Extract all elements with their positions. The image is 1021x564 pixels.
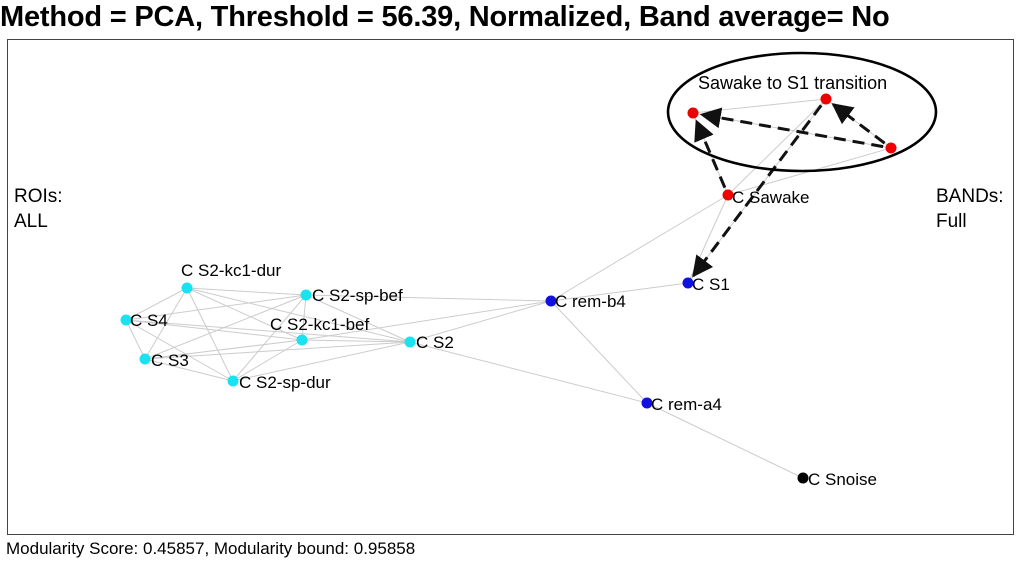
- node-dot: [797, 472, 809, 484]
- graph-edge: [301, 294, 307, 341]
- node-label: C Snoise: [808, 470, 877, 489]
- figure-title: Method = PCA, Threshold = 56.39, Normali…: [0, 1, 890, 33]
- graph-edge: [125, 319, 303, 341]
- modularity-footer: Modularity Score: 0.45857, Modularity bo…: [6, 539, 416, 558]
- bands-label: BANDs:: [936, 186, 1004, 207]
- graph-edge: [144, 358, 234, 382]
- graph-node: C S1: [682, 275, 730, 294]
- node-dot: [722, 189, 734, 201]
- graph-node: C S2-kc1-dur: [181, 261, 281, 294]
- transition-arrow-layer: [692, 103, 886, 278]
- graph-edge: [409, 300, 552, 343]
- graph-edge: [232, 339, 303, 382]
- graph-edge: [125, 319, 411, 343]
- transition-arrow: [692, 104, 823, 278]
- node-dot: [885, 142, 897, 154]
- graph-edge: [144, 339, 303, 360]
- transition-annotation: Sawake to S1 transition: [698, 73, 887, 93]
- node-dot: [641, 397, 653, 409]
- node-dot: [139, 353, 151, 365]
- graph-node: C Sawake: [722, 188, 809, 207]
- node-dot: [687, 107, 699, 119]
- node-dot: [120, 314, 132, 326]
- graph-node: [885, 142, 897, 154]
- node-dot: [682, 277, 694, 289]
- graph-edge: [125, 319, 234, 382]
- graph-edge: [692, 98, 827, 114]
- graph-edge: [125, 287, 188, 321]
- graph-edge: [301, 300, 552, 341]
- graph-edge: [125, 294, 307, 321]
- graph-edge: [550, 194, 729, 302]
- node-dot: [300, 289, 312, 301]
- node-dot: [545, 295, 557, 307]
- graph-node: C S2-sp-bef: [300, 286, 403, 305]
- graph-edge: [727, 98, 827, 196]
- graph-edge: [144, 294, 307, 360]
- transition-ellipse: [666, 51, 938, 173]
- edge-layer: [125, 98, 892, 479]
- graph-node: [687, 107, 699, 119]
- node-dot: [227, 375, 239, 387]
- transition-arrow: [699, 107, 884, 149]
- node-label: C S3: [151, 351, 189, 370]
- graph-edge: [305, 294, 411, 343]
- graph-node: C rem-a4: [641, 395, 722, 414]
- graph-edge: [550, 300, 648, 404]
- graph-edge: [186, 287, 307, 296]
- node-label: C S4: [130, 311, 168, 330]
- node-label: C S1: [692, 275, 730, 294]
- node-label: C Sawake: [732, 188, 809, 207]
- node-dot: [296, 334, 308, 346]
- node-dot: [820, 93, 832, 105]
- graph-edge: [144, 341, 411, 360]
- graph-edge: [301, 339, 411, 343]
- bands-value: Full: [936, 211, 967, 232]
- graph-node: C rem-b4: [545, 292, 626, 311]
- graph-edge: [687, 194, 729, 284]
- graph-node: C S2-kc1-bef: [270, 315, 369, 346]
- transition-arrow: [694, 119, 727, 189]
- graph-edge: [305, 294, 552, 302]
- graph-edge: [646, 402, 804, 479]
- graph-node: [820, 93, 832, 105]
- graph-edge: [409, 341, 648, 404]
- node-label: C S2-kc1-dur: [181, 261, 281, 280]
- node-dot: [181, 282, 193, 294]
- graph-node: C Snoise: [797, 470, 877, 489]
- transition-arrow: [831, 103, 886, 145]
- graph-node: C S2: [404, 333, 454, 352]
- node-label: C rem-a4: [651, 395, 722, 414]
- graph-edge: [186, 287, 411, 343]
- graph-edge: [232, 341, 411, 382]
- rois-value: ALL: [14, 211, 48, 232]
- graph-edge: [186, 287, 303, 341]
- plot-frame: [7, 39, 1014, 535]
- graph-node: C S3: [139, 351, 189, 370]
- node-label: C S2-sp-bef: [312, 286, 403, 305]
- node-label: C S2-sp-dur: [239, 373, 331, 392]
- graph-edge: [550, 282, 689, 302]
- graph-edge: [232, 294, 307, 382]
- graph-node: C S2-sp-dur: [227, 373, 331, 392]
- graph-edge: [125, 319, 146, 360]
- node-label: C rem-b4: [555, 292, 626, 311]
- rois-label: ROIs:: [14, 186, 63, 207]
- node-label: C S2: [416, 333, 454, 352]
- node-label: C S2-kc1-bef: [270, 315, 369, 334]
- graph-node: C S4: [120, 311, 168, 330]
- node-dot: [404, 336, 416, 348]
- graph-edge: [186, 287, 234, 382]
